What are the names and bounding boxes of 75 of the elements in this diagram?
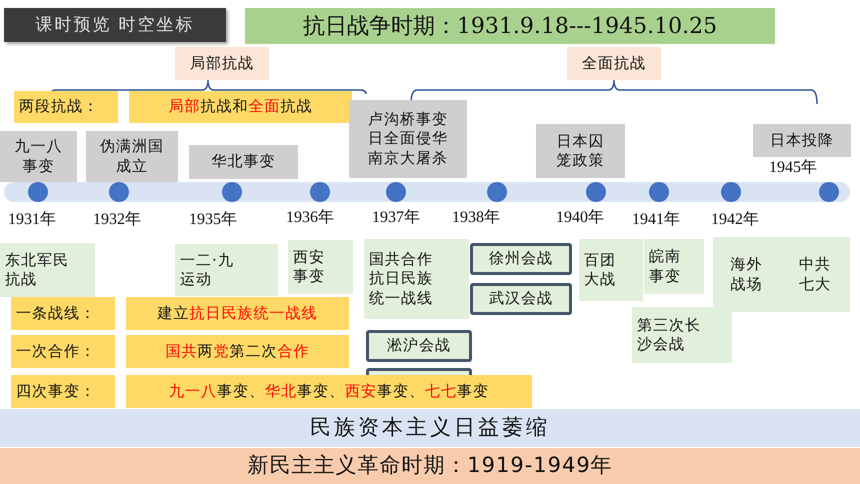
- box-text: 局部抗战: [190, 54, 254, 74]
- box-text: 日本囚笼政策: [556, 132, 606, 170]
- box-text: 九一八事变: [14, 137, 64, 176]
- box-text: 伪满洲国成立: [99, 137, 165, 176]
- year-label: 1945年: [769, 158, 817, 178]
- event-box: [644, 239, 704, 294]
- box-text: 国共两党第二次合作: [166, 342, 310, 362]
- year-label: 1942年: [711, 210, 759, 230]
- event-box: [364, 239, 469, 319]
- year-label: 1932年: [93, 210, 141, 230]
- box-text: 全面抗战: [582, 54, 646, 74]
- box-text: 南京大屠杀: [368, 148, 448, 168]
- event-box: [713, 237, 780, 312]
- box-text: 淞沪会战: [387, 336, 451, 356]
- box-text: 一二·九运动: [180, 250, 235, 290]
- event-box: [349, 100, 467, 178]
- year-label: 1935年: [189, 210, 237, 230]
- box-text: 日全面侵华: [368, 129, 448, 149]
- event-box: [579, 239, 643, 301]
- box-text: 武汉会战: [489, 289, 553, 309]
- summary-box: [126, 335, 349, 368]
- box-text: 两段抗战：: [19, 97, 99, 117]
- event-box: [0, 243, 95, 297]
- box-text: 国共合作: [369, 250, 433, 270]
- box-text: 中共七大: [798, 255, 832, 294]
- box-text: 第三次长沙会战: [637, 316, 702, 354]
- box-text: 民族资本主义日益萎缩: [310, 414, 550, 442]
- box-text: 局部抗战和全面抗战: [168, 97, 312, 117]
- box-text: 百团大战: [584, 250, 617, 290]
- box-text: 九一八事变、华北事变、西安事变、七七事变: [169, 382, 489, 402]
- phase-box: [567, 47, 661, 80]
- year-label: 1936年: [286, 208, 334, 228]
- box-text: 海外战场: [730, 255, 764, 294]
- trend-band: [0, 409, 860, 447]
- year-label: 1931年: [8, 210, 56, 230]
- box-text: 一次合作：: [16, 342, 96, 362]
- event-box: [780, 237, 850, 312]
- battle-box: [470, 283, 572, 315]
- event-box: [0, 131, 77, 182]
- box-text: 建立抗日民族统一战线: [158, 304, 318, 324]
- battle-box: [470, 243, 572, 275]
- event-box: [288, 240, 353, 294]
- box-text: 东北军民抗战: [5, 250, 70, 290]
- year-label: 1940年: [556, 208, 604, 228]
- summary-key: [11, 335, 115, 368]
- summary-box: [126, 297, 349, 330]
- box-text: 皖南事变: [649, 247, 682, 286]
- summary-key: [11, 375, 115, 408]
- box-text: 一条战线：: [16, 304, 96, 324]
- summary-box: [129, 91, 352, 123]
- title: 抗日战争时期：1931.9.18---1945.10.25: [245, 8, 775, 44]
- year-label: 1937年: [372, 208, 420, 228]
- event-box: [189, 145, 298, 179]
- year-label: 1941年: [632, 210, 680, 230]
- era-band: [0, 448, 860, 484]
- box-text: 卢沟桥事变: [368, 110, 448, 130]
- battle-box: [366, 330, 472, 362]
- box-text: 日本投降: [770, 130, 834, 150]
- summary-box: [126, 375, 532, 408]
- box-text: 徐州会战: [489, 249, 553, 269]
- box-text: 抗日民族统一战线: [369, 269, 434, 308]
- event-box: [175, 244, 278, 296]
- year-label: 1938年: [452, 208, 500, 228]
- event-box: [86, 131, 178, 182]
- section-tag: [4, 8, 226, 42]
- box-text: 西安事变: [293, 248, 326, 286]
- section-title: 课时预览 时空坐标: [35, 14, 195, 36]
- event-box: [536, 124, 625, 178]
- box-text: 华北事变: [212, 152, 276, 172]
- summary-key: [11, 297, 115, 330]
- box-text: 新民主主义革命时期：1919-1949年: [247, 452, 613, 480]
- box-text: 四次事变：: [16, 382, 96, 402]
- event-box: [632, 307, 732, 363]
- phase-box: [175, 47, 269, 80]
- summary-key: [14, 91, 118, 123]
